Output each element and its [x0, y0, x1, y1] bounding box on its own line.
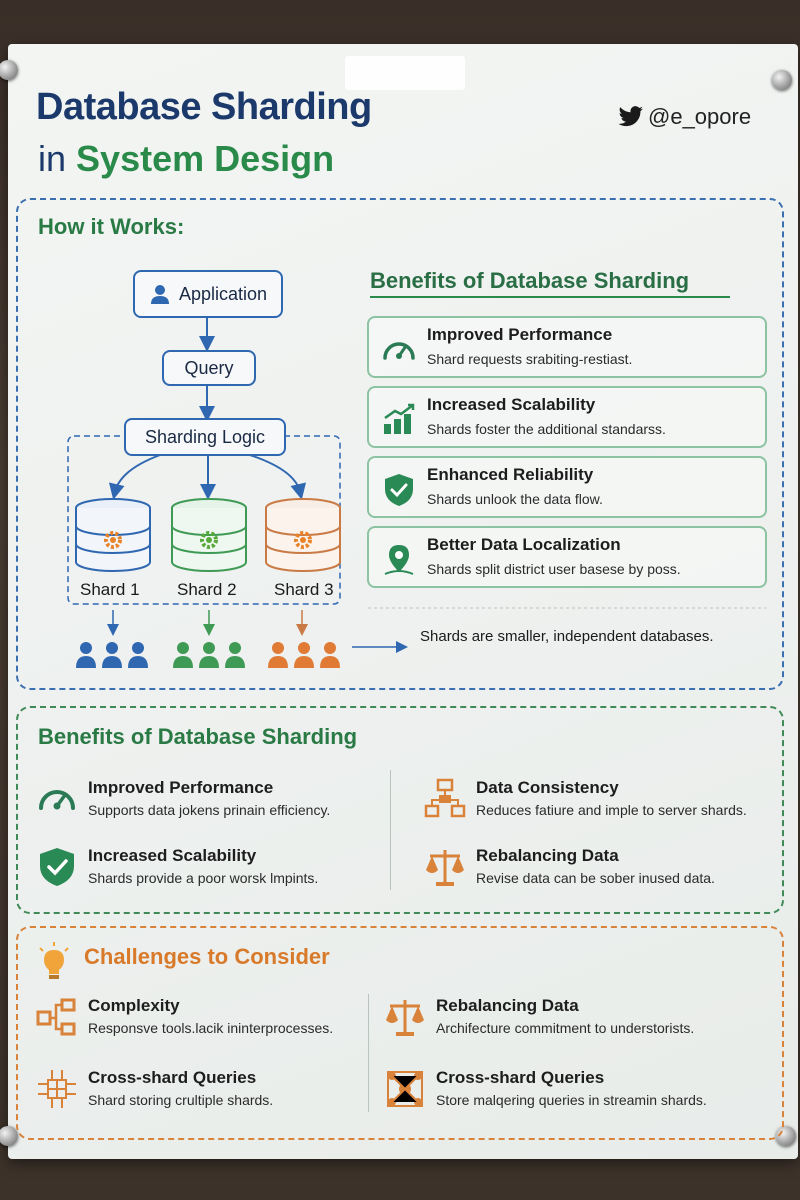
speedometer-icon: [383, 342, 415, 360]
item-title: Cross-shard Queries: [88, 1068, 257, 1087]
social-handle[interactable]: @e_opore: [618, 104, 751, 130]
challenges-title: Challenges to Consider: [84, 944, 330, 969]
sharding-logic-node: Sharding Logic: [124, 418, 286, 456]
shards-note: Shards are smaller, independent database…: [420, 628, 714, 645]
shard-2-label: Shard 2: [177, 580, 237, 599]
location-pin-icon: [384, 545, 414, 575]
flow-connectors: [67, 318, 766, 668]
benefit-card-localization: Better Data Localization Shards split di…: [367, 526, 767, 588]
challenges-panel: [16, 926, 784, 1140]
item-desc: Archifecture commitment to understorists…: [436, 1020, 695, 1036]
benefit-desc: Shards unlook the data flow.: [427, 491, 603, 507]
shard-3-label: Shard 3: [274, 580, 334, 599]
lightbulb-icon: [36, 942, 72, 987]
growth-chart-icon: [384, 403, 415, 434]
application-node: Application: [133, 270, 283, 318]
benefit-title: Better Data Localization: [427, 535, 621, 554]
network-icon: [424, 778, 466, 818]
how-it-works-panel: [16, 198, 784, 690]
item-desc: Shard storing crultiple shards.: [88, 1092, 274, 1108]
benefit-card-scalability: Increased Scalability Shards foster the …: [367, 386, 767, 448]
divider: [390, 770, 391, 890]
users-group-2-icon: [173, 642, 245, 668]
query-node: Query: [162, 350, 256, 386]
user-icon: [150, 285, 169, 304]
item-title: Complexity: [88, 996, 180, 1015]
users-group-3-icon: [268, 642, 340, 668]
shard-3-database-icon: [265, 498, 341, 572]
benefit-title: Enhanced Reliability: [427, 465, 594, 484]
benefits-section-title: Benefits of Database Sharding: [38, 724, 358, 749]
item-desc: Shards provide a poor worsk lmpints.: [88, 870, 319, 886]
scale-icon: [386, 1000, 424, 1036]
item-desc: Reduces fatiure and imple to server shar…: [476, 802, 747, 818]
shield-check-icon: [40, 848, 74, 886]
item-desc: Revise data can be sober inused data.: [476, 870, 715, 886]
item-desc: Supports data jokens prinain efficiency.: [88, 802, 331, 818]
benefit-card-reliability: Enhanced Reliability Shards unlook the d…: [367, 456, 767, 518]
subtitle-prefix: in: [38, 138, 67, 179]
twitter-bird-icon: [618, 106, 643, 127]
item-title: Improved Performance: [88, 778, 274, 797]
benefit-card-performance: Improved Performance Shard requests srab…: [367, 316, 767, 378]
node-cluster-icon: [387, 1071, 423, 1107]
speedometer-icon: [39, 790, 75, 810]
item-title: Rebalancing Data: [476, 846, 619, 865]
benefits-panel: [16, 706, 784, 914]
query-label: Query: [184, 357, 234, 378]
flowchart-icon: [36, 998, 76, 1036]
shard-1-label: Shard 1: [80, 580, 140, 599]
item-title: Rebalancing Data: [436, 996, 579, 1015]
item-desc: Responsve tools.lacik ininterprocesses.: [88, 1020, 334, 1036]
benefit-desc: Shards foster the additional standarss.: [427, 421, 666, 437]
item-title: Increased Scalability: [88, 846, 257, 865]
shard-2-database-icon: [171, 498, 247, 572]
sharding-logic-label: Sharding Logic: [144, 426, 266, 447]
benefit-title: Improved Performance: [427, 325, 613, 344]
benefits-panel-title: Benefits of Database Sharding: [370, 268, 690, 293]
title-underline: [370, 296, 730, 298]
mounting-screw: [772, 70, 792, 90]
shard-1-database-icon: [75, 498, 151, 572]
shield-check-icon: [385, 474, 413, 506]
glare: [345, 56, 465, 90]
item-title: Cross-shard Queries: [436, 1068, 605, 1087]
benefit-desc: Shard requests srabiting-restiast.: [427, 351, 633, 367]
handle-text: @e_opore: [648, 104, 752, 129]
subtitle-emphasis: System Design: [76, 138, 335, 179]
divider: [368, 994, 369, 1112]
page-title: Database Sharding: [36, 86, 372, 128]
users-group-1-icon: [76, 642, 148, 668]
application-label: Application: [178, 283, 268, 304]
mounting-screw: [0, 60, 18, 80]
benefit-desc: Shards split district user basese by pos…: [427, 561, 681, 577]
scale-icon: [426, 850, 464, 886]
grid-network-icon: [38, 1070, 76, 1108]
how-it-works-title: How it Works:: [38, 214, 185, 239]
poster: [8, 44, 798, 1159]
benefit-title: Increased Scalability: [427, 395, 596, 414]
item-desc: Store malqering queries in streamin shar…: [436, 1092, 707, 1108]
item-title: Data Consistency: [476, 778, 619, 797]
page-subtitle: in System Design: [38, 138, 334, 180]
mounting-screw: [0, 1126, 18, 1146]
